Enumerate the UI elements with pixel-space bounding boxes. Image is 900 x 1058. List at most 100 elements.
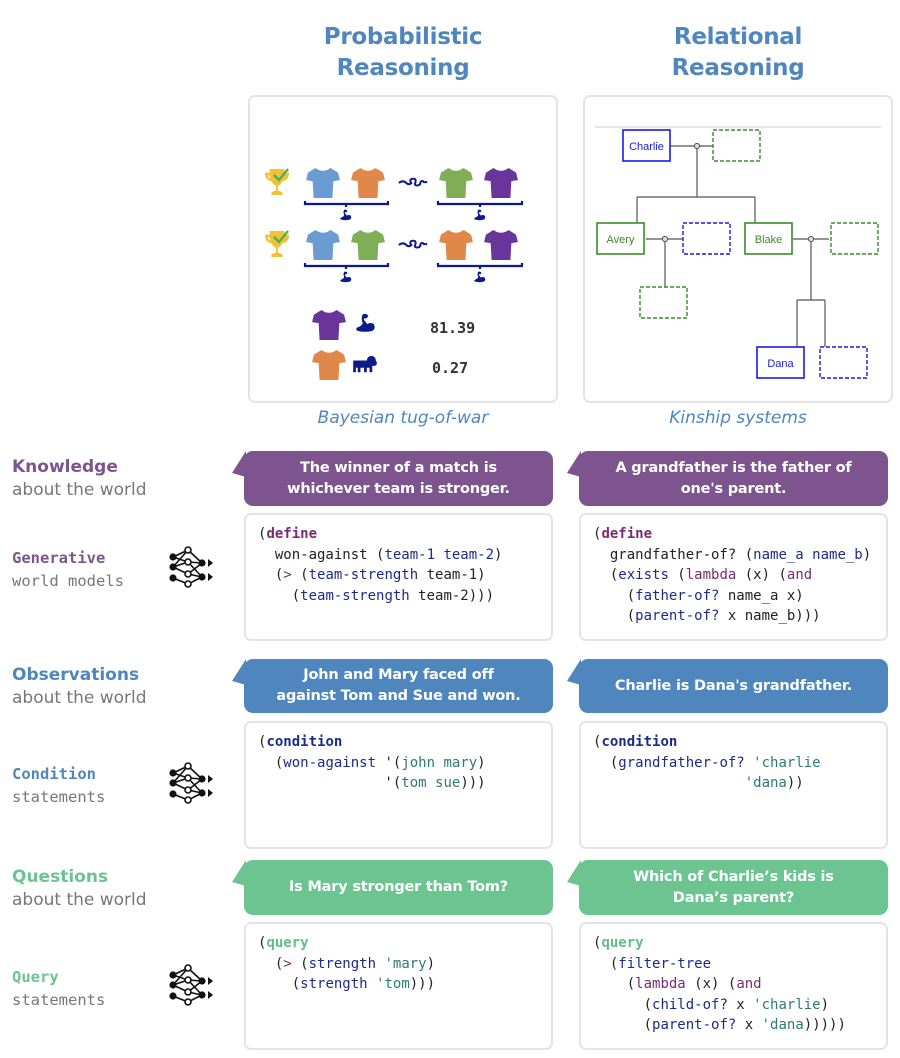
code-token: strength: [300, 976, 368, 992]
strength-estimate: 81.39: [312, 309, 475, 341]
code-token: query: [266, 935, 309, 951]
row-label-subtitle: about the world: [12, 890, 147, 910]
code-line: (define: [258, 524, 539, 545]
person-node-blake: Blake: [744, 222, 793, 255]
code-line: (child-of? x 'charlie): [593, 995, 874, 1016]
svg-text:Charlie: Charlie: [629, 141, 664, 153]
code-token: name_a x): [719, 587, 804, 604]
code-token: (: [593, 526, 602, 542]
flexed-bicep-icon: [340, 209, 352, 221]
team-bracket: [436, 201, 524, 207]
code-line: (> (team-strength team-1): [258, 565, 539, 586]
shirt-icon-purple: [484, 229, 518, 261]
row-label-subtitle: about the world: [12, 688, 147, 708]
code-token: (: [668, 567, 686, 583]
code-token: ))))): [803, 1017, 846, 1033]
question-bubble-right: Which of Charlie’s kids is Dana’s parent…: [567, 859, 888, 915]
shirt-icon-green: [351, 229, 385, 261]
speech-tail: [232, 658, 246, 694]
flexed-bicep-icon: [474, 209, 486, 221]
code-token: (: [593, 955, 619, 972]
code-token: define: [266, 526, 318, 542]
code-token: team-1): [418, 567, 486, 583]
title-line: Relational: [673, 24, 803, 50]
code-line: won-against (team-1 team-2): [258, 545, 539, 566]
code-token: (: [291, 567, 309, 583]
neural-network-icon: [168, 761, 224, 805]
shirt-icon-orange: [312, 349, 346, 381]
code-line: (query: [593, 933, 874, 954]
strength-value: 81.39: [430, 319, 475, 337]
code-token: (: [258, 587, 301, 604]
speech-tail: [232, 859, 246, 895]
code-token: (x) (: [736, 567, 787, 583]
code-token: grandfather-of?: [618, 754, 745, 771]
code-line: (team-strength team-2))): [258, 586, 539, 607]
code-token: (: [593, 996, 653, 1013]
shirt-icon-purple: [484, 167, 518, 199]
person-node-avery: Avery: [596, 222, 645, 255]
code-line: (query: [258, 933, 539, 954]
person-node-dana: Dana: [756, 346, 805, 379]
code-token: ): [862, 546, 872, 563]
knowledge-bubble-right: A grandfather is the father of one's par…: [567, 450, 888, 506]
code-token: strength: [308, 955, 377, 972]
neural-network-icon: [168, 963, 224, 1007]
code-token: )): [786, 775, 804, 791]
code-line: (parent-of? x name_b))): [593, 606, 874, 627]
flexed-bicep-icon: [340, 271, 352, 283]
bubble-text: John and Mary faced off against Tom and …: [276, 667, 521, 704]
code-token: filter-tree: [618, 955, 712, 972]
column-title-relational: Relational Reasoning: [578, 22, 898, 84]
code-token: x: [727, 996, 754, 1013]
code-block-condition-right: (condition (grandfather-of? 'charlie 'da…: [579, 721, 888, 849]
code-token: (: [258, 526, 267, 542]
svg-text:Avery: Avery: [607, 234, 635, 246]
code-token: (x) (: [685, 976, 737, 992]
code-token: (: [593, 754, 619, 771]
tree-connections: [636, 142, 829, 347]
team-bracket: [303, 201, 390, 207]
row-label-generative: Generative world models: [12, 547, 124, 593]
question-bubble-left: Is Mary stronger than Tom?: [232, 859, 553, 915]
code-token: ))): [409, 976, 436, 992]
code-token: (: [593, 734, 602, 750]
code-line: (define: [593, 524, 874, 545]
code-token: tom sue: [401, 775, 461, 791]
code-token: (: [593, 608, 636, 624]
code-token: and: [786, 567, 813, 583]
code-token: (: [258, 976, 301, 992]
speech-tail: [567, 450, 581, 486]
speech-tail: [232, 450, 246, 486]
person-node-charlie: Charlie: [622, 129, 671, 162]
trophy-icon: [264, 168, 290, 195]
row-label-knowledge: Knowledge about the world: [12, 456, 147, 502]
caption-bayesian-tug-of-war: Bayesian tug-of-war: [317, 408, 489, 428]
tug-of-war-panel: 81.39 0.27: [248, 95, 558, 403]
code-token: (: [258, 734, 267, 750]
code-token: x: [736, 1017, 762, 1033]
shirt-icon-blue: [306, 167, 340, 199]
code-line: (grandfather-of? 'charlie: [593, 753, 874, 774]
code-token: 'charlie: [753, 996, 821, 1013]
code-block-query-right: (query (filter-tree (lambda (x) (and (ch…: [579, 922, 888, 1050]
code-token: ): [426, 955, 436, 972]
unknown-person-node: [639, 286, 688, 319]
code-line: (lambda (x) (and: [593, 974, 874, 995]
code-token: john mary: [401, 754, 478, 771]
flexed-bicep-icon: [356, 313, 375, 332]
row-label-query: Query statements: [12, 966, 105, 1012]
code-line: (parent-of? x 'dana))))): [593, 1015, 874, 1036]
code-token: father-of?: [635, 587, 720, 604]
svg-text:Dana: Dana: [767, 358, 794, 370]
code-token: query: [601, 935, 644, 951]
code-token: (: [593, 567, 619, 583]
speech-tail: [567, 658, 581, 694]
code-line: (won-against '(john mary): [258, 753, 539, 774]
code-token: (: [291, 955, 309, 972]
code-token: parent-of?: [635, 608, 720, 624]
knowledge-bubble-left: The winner of a match is whichever team …: [232, 450, 553, 506]
shirt-icon-blue: [306, 229, 340, 261]
code-token: (: [593, 1017, 653, 1033]
code-token: '(: [258, 775, 402, 791]
